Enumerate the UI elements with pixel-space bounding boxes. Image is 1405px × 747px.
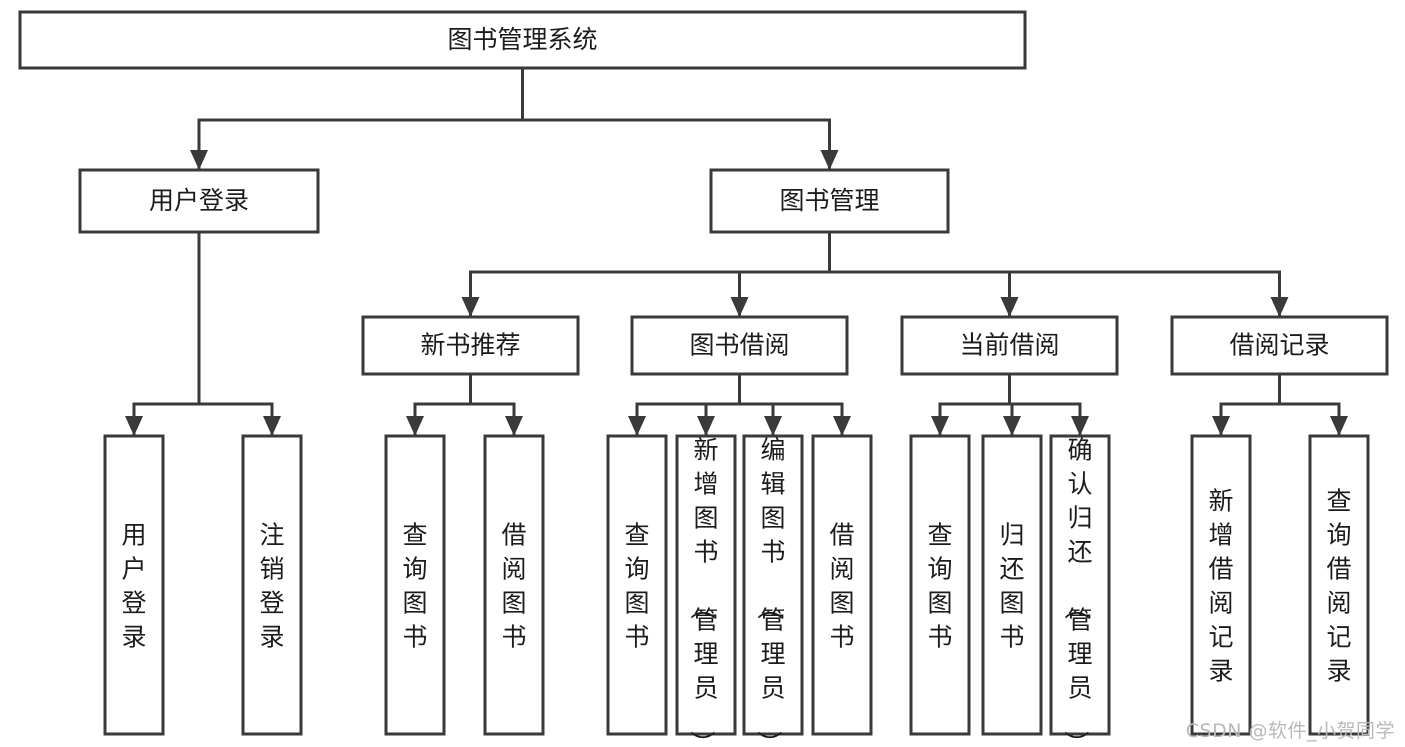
node-box[interactable] xyxy=(1190,434,1252,736)
node-label: 查询借阅记录 xyxy=(1326,487,1351,686)
node-l-logout[interactable]: 注销登录 xyxy=(241,434,303,736)
arrow-head-icon xyxy=(931,416,949,436)
node-box[interactable] xyxy=(103,434,165,736)
node-label: 借阅记录 xyxy=(1229,331,1329,360)
arrow-head-icon xyxy=(730,297,749,317)
node-box[interactable] xyxy=(361,315,580,376)
arrow-head-icon xyxy=(1212,416,1230,436)
node-box[interactable] xyxy=(241,434,303,736)
edge-group xyxy=(1212,372,1348,437)
node-label: 注销登录 xyxy=(259,521,284,652)
arrow-head-icon xyxy=(263,416,281,436)
connector-layer xyxy=(125,66,1348,437)
arrow-head-icon xyxy=(125,416,143,436)
node-box[interactable] xyxy=(1308,434,1370,736)
arrow-head-icon xyxy=(190,150,208,170)
node-n-current[interactable]: 当前借阅 xyxy=(900,315,1119,376)
arrow-head-icon xyxy=(628,416,646,436)
node-box[interactable] xyxy=(18,10,1027,70)
node-n-borrow[interactable]: 图书借阅 xyxy=(630,315,849,376)
node-box[interactable] xyxy=(384,434,446,736)
node-label: 查询图书 xyxy=(927,521,952,652)
node-label: 借阅图书 xyxy=(829,521,854,652)
node-label: 图书管理 xyxy=(779,186,879,215)
node-label: 当前借阅 xyxy=(959,331,1059,360)
node-l-cu-query[interactable]: 查询图书 xyxy=(909,434,971,736)
edge-group xyxy=(406,372,523,437)
edge-group xyxy=(931,372,1089,437)
arrow-head-icon xyxy=(505,416,523,436)
edge-group xyxy=(461,230,1289,318)
node-l-re-query[interactable]: 查询借阅记录 xyxy=(1308,434,1370,736)
node-l-bo-lend[interactable]: 借阅图书 xyxy=(811,434,873,736)
node-box[interactable] xyxy=(811,434,873,736)
node-label: 图书管理系统 xyxy=(447,25,597,54)
arrow-head-icon xyxy=(1270,297,1289,317)
node-box[interactable] xyxy=(606,434,668,736)
node-box[interactable] xyxy=(78,168,320,234)
node-n-login[interactable]: 用户登录 xyxy=(78,168,320,234)
node-label: 新增借阅记录 xyxy=(1208,487,1233,686)
arrow-head-icon xyxy=(764,416,782,436)
node-box[interactable] xyxy=(742,434,804,736)
arrow-head-icon xyxy=(833,416,851,436)
node-box[interactable] xyxy=(630,315,849,376)
node-label: 新书推荐 xyxy=(420,331,520,360)
node-label: 用户登录 xyxy=(149,186,249,215)
node-l-bo-edit[interactable]: 编辑图书（管理员） xyxy=(742,434,804,747)
node-label: 新增图书（管理员） xyxy=(687,436,718,747)
arrow-head-icon xyxy=(820,150,839,170)
node-l-nb-query[interactable]: 查询图书 xyxy=(384,434,446,736)
edge-group xyxy=(190,66,839,171)
arrow-head-icon xyxy=(1000,297,1019,317)
node-n-record[interactable]: 借阅记录 xyxy=(1170,315,1389,376)
node-box[interactable] xyxy=(981,434,1043,736)
node-l-bo-add[interactable]: 新增图书（管理员） xyxy=(675,434,737,747)
node-label: 图书借阅 xyxy=(689,331,789,360)
node-n-newbook[interactable]: 新书推荐 xyxy=(361,315,580,376)
edge-group xyxy=(125,230,281,437)
node-label: 查询图书 xyxy=(402,521,427,652)
arrow-head-icon xyxy=(1071,416,1089,436)
node-box[interactable] xyxy=(1049,434,1111,736)
node-box[interactable] xyxy=(909,434,971,736)
arrow-head-icon xyxy=(1003,416,1021,436)
node-label: 编辑图书（管理员） xyxy=(754,436,785,747)
arrow-head-icon xyxy=(461,297,480,317)
node-l-re-add[interactable]: 新增借阅记录 xyxy=(1190,434,1252,736)
arrow-head-icon xyxy=(697,416,715,436)
node-label: 借阅图书 xyxy=(501,521,526,652)
node-box[interactable] xyxy=(709,168,950,234)
node-box[interactable] xyxy=(675,434,737,736)
node-n-books[interactable]: 图书管理 xyxy=(709,168,950,234)
node-l-cu-conf[interactable]: 确认归还（管理员） xyxy=(1049,434,1111,747)
node-layer: 图书管理系统用户登录图书管理新书推荐图书借阅当前借阅借阅记录用户登录注销登录查询… xyxy=(18,10,1389,747)
node-box[interactable] xyxy=(900,315,1119,376)
arrow-head-icon xyxy=(406,416,424,436)
node-label: 确认归还（管理员） xyxy=(1061,436,1092,747)
edge-group xyxy=(628,372,851,437)
node-box[interactable] xyxy=(1170,315,1389,376)
watermark-label: CSDN @软件_小贺同学 xyxy=(1185,720,1395,742)
node-l-cu-return[interactable]: 归还图书 xyxy=(981,434,1043,736)
node-box[interactable] xyxy=(483,434,545,736)
node-l-nb-borrow[interactable]: 借阅图书 xyxy=(483,434,545,736)
node-label: 用户登录 xyxy=(121,521,146,652)
node-l-bo-query[interactable]: 查询图书 xyxy=(606,434,668,736)
node-label: 查询图书 xyxy=(624,521,649,652)
node-root[interactable]: 图书管理系统 xyxy=(18,10,1027,70)
arrow-head-icon xyxy=(1330,416,1348,436)
node-l-userlogin[interactable]: 用户登录 xyxy=(103,434,165,736)
node-label: 归还图书 xyxy=(999,521,1024,652)
